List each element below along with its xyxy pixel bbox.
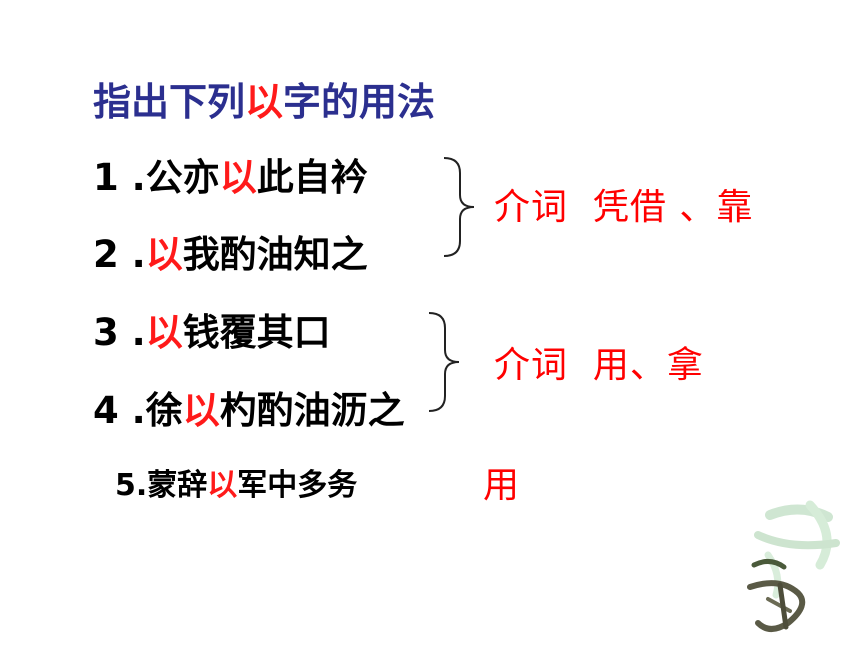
title-pre: 指出下列 [93, 80, 246, 124]
item-keyword: 以 [145, 233, 183, 276]
list-item: 2 .以我酌油知之 [93, 232, 368, 278]
right-brace-icon [428, 312, 460, 412]
item-text-post: 钱覆其口 [182, 311, 331, 354]
title-keyword: 以 [245, 80, 284, 124]
item-keyword: 以 [182, 389, 220, 432]
item-text-pre: 公亦 [145, 156, 220, 199]
item-text-post: 我酌油知之 [182, 233, 368, 276]
item-text-post: 杓酌油沥之 [219, 389, 405, 432]
list-item: 1 .公亦以此自衿 [93, 155, 368, 201]
list-item: 4 .徐以杓酌油沥之 [93, 388, 405, 434]
slide-title: 指出下列以字的用法 [93, 78, 435, 126]
item-text-post: 军中多务 [237, 468, 358, 503]
answer-text: 介词 用、拿 [494, 345, 704, 386]
list-item: 3 .以钱覆其口 [93, 310, 331, 356]
item-number: 4 . [93, 389, 146, 432]
right-brace-icon [443, 157, 475, 257]
item-text-pre: 蒙辞 [147, 468, 208, 503]
answer-text: 介词 凭借 、靠 [494, 187, 754, 228]
item-number: 1 . [93, 156, 146, 199]
list-item: 5.蒙辞以军中多务 [115, 463, 357, 509]
item-keyword: 以 [207, 468, 238, 503]
item-number: 5. [115, 468, 148, 503]
item-keyword: 以 [145, 311, 183, 354]
item-text-pre: 徐 [145, 389, 183, 432]
item-keyword: 以 [219, 156, 257, 199]
item-text-post: 此自衿 [256, 156, 368, 199]
ink-brush-character-icon [747, 500, 840, 632]
title-post: 字的用法 [283, 80, 436, 124]
item-number: 2 . [93, 233, 146, 276]
item-number: 3 . [93, 311, 146, 354]
answer-text: 用 [483, 465, 521, 506]
